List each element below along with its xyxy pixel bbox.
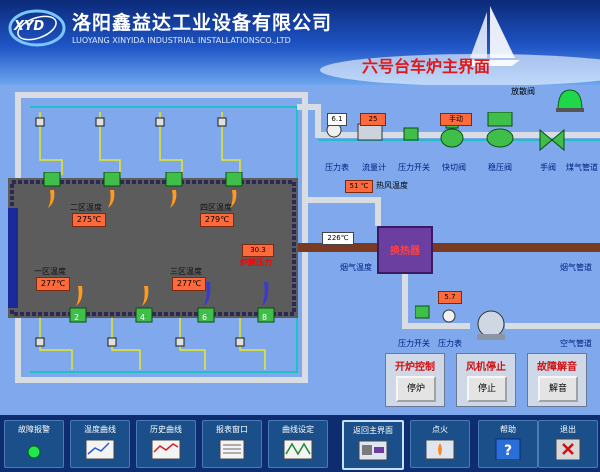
mute-alarm-button[interactable]: 解音 xyxy=(538,376,578,402)
ignition-icon xyxy=(425,439,455,460)
burner-icon xyxy=(165,172,183,187)
curve-settings-button[interactable]: 曲线设定 xyxy=(268,420,328,468)
furnace-pressure-value: 30.3 xyxy=(242,244,274,257)
fan-control-title: 风机停止 xyxy=(466,362,506,373)
burner-icon xyxy=(69,307,87,323)
regulator-valve-label: 稳压阀 xyxy=(488,163,512,172)
svg-text:?: ? xyxy=(504,443,512,459)
regulator-valve-icon xyxy=(486,128,514,148)
page-title: 六号台车炉主界面 xyxy=(362,57,491,76)
chart-icon xyxy=(151,439,181,460)
flue-gas-temp-label: 烟气温度 xyxy=(340,263,372,272)
flow-meter-icon xyxy=(357,123,383,141)
ignition-button[interactable]: 点火 xyxy=(410,420,470,468)
flow-meter-value: 25 xyxy=(360,113,386,126)
hot-air-temp-value: 51 ℃ xyxy=(345,180,373,193)
gas-pressure-value: 6.1 xyxy=(327,113,347,126)
company-name-en: LUOYANG XINYIDA INDUSTRIAL INSTALLATIONS… xyxy=(72,36,291,45)
alarm-light-icon xyxy=(27,445,41,459)
flue-gas-temp-value: 226℃ xyxy=(322,232,354,245)
hot-air-temp-label: 热风温度 xyxy=(376,181,408,190)
air-pressure-switch-label: 压力开关 xyxy=(398,339,430,348)
burner-icon xyxy=(197,307,215,323)
pressure-switch-icon xyxy=(403,127,419,141)
furnace-control-title: 开炉控制 xyxy=(395,362,435,373)
zone-1-label: 一区温度 xyxy=(34,267,66,276)
chart-icon xyxy=(85,439,115,460)
air-pressure-gauge-label: 压力表 xyxy=(438,339,462,348)
burner-icon xyxy=(225,172,243,187)
air-pressure-value: 5.7 xyxy=(438,291,462,304)
exit-icon xyxy=(555,438,581,460)
manual-valve-label: 手阀 xyxy=(540,163,556,172)
burner-label: 8 xyxy=(262,313,268,322)
manual-valve-icon xyxy=(539,128,565,152)
bottom-burners xyxy=(69,282,275,323)
burner-label: 2 xyxy=(74,313,80,322)
air-pipe-label: 空气管道 xyxy=(560,339,592,348)
alarm-mute-panel: 故障解音 解音 xyxy=(527,353,587,407)
company-logo-icon xyxy=(8,9,66,47)
air-line-equipment xyxy=(415,305,505,340)
manual-mode-value[interactable]: 手动 xyxy=(440,113,472,126)
history-curve-button[interactable]: 历史曲线 xyxy=(136,420,196,468)
furnace-control-panel: 开炉控制 停炉 xyxy=(385,353,445,407)
report-icon xyxy=(219,439,245,460)
company-name: 洛阳鑫益达工业设备有限公司 xyxy=(72,12,333,34)
flue-gas-pipe-label: 烟气管道 xyxy=(560,263,592,272)
burner-icon xyxy=(257,307,275,323)
pressure-gauge-icon xyxy=(442,309,456,323)
top-burners xyxy=(43,172,243,208)
zone-1-temp: 277℃ xyxy=(36,277,70,291)
alarm-mute-title: 故障解音 xyxy=(537,362,577,373)
burner-label: 4 xyxy=(140,313,146,322)
gas-pipe-label: 煤气管道 xyxy=(566,163,598,172)
report-window-button[interactable]: 报表窗口 xyxy=(202,420,262,468)
furnace-pressure-label: 炉膛压力 xyxy=(240,258,272,267)
help-icon: ? xyxy=(495,438,521,460)
stop-furnace-button[interactable]: 停炉 xyxy=(396,376,436,402)
exit-button[interactable]: 退出 xyxy=(538,420,598,468)
sail-icon xyxy=(490,6,515,58)
burner-icon xyxy=(135,307,153,323)
pressure-switch-label: 压力开关 xyxy=(398,163,430,172)
pressure-gauge-label: 压力表 xyxy=(325,163,349,172)
pressure-switch-icon xyxy=(415,305,430,319)
zone-4-temp: 279℃ xyxy=(200,213,234,227)
flow-meter-label: 流量计 xyxy=(362,163,386,172)
logo-text: XYD xyxy=(14,19,45,34)
heat-exchanger[interactable]: 换热器 xyxy=(377,226,433,274)
burner-icon xyxy=(103,172,121,187)
quick-cut-valve-label: 快切阀 xyxy=(442,163,466,172)
zone-3-temp: 277℃ xyxy=(172,277,206,291)
temperature-curve-button[interactable]: 温度曲线 xyxy=(70,420,130,468)
quick-cut-valve-icon xyxy=(440,128,464,148)
chart-icon xyxy=(283,439,313,460)
stop-fan-button[interactable]: 停止 xyxy=(467,376,507,402)
fan-blower-icon xyxy=(477,310,505,338)
zone-2-label: 二区温度 xyxy=(70,203,102,212)
zone-4-label: 四区温度 xyxy=(200,203,232,212)
heat-exchanger-label: 换热器 xyxy=(390,246,420,257)
help-button[interactable]: 帮助 ? xyxy=(478,420,538,468)
vent-valve-label: 放散阀 xyxy=(511,87,535,96)
return-main-button[interactable]: 返回主界面 xyxy=(342,420,404,470)
fan-control-panel: 风机停止 停止 xyxy=(456,353,516,407)
burner-label: 6 xyxy=(202,313,208,322)
main-screen-icon xyxy=(358,440,388,461)
zone-3-label: 三区温度 xyxy=(170,267,202,276)
header-decoration xyxy=(320,6,600,85)
burner-icon xyxy=(43,172,61,187)
zone-2-temp: 275℃ xyxy=(72,213,106,227)
alarm-button[interactable]: 故障报警 xyxy=(4,420,64,468)
vent-valve-light-icon xyxy=(556,89,584,112)
